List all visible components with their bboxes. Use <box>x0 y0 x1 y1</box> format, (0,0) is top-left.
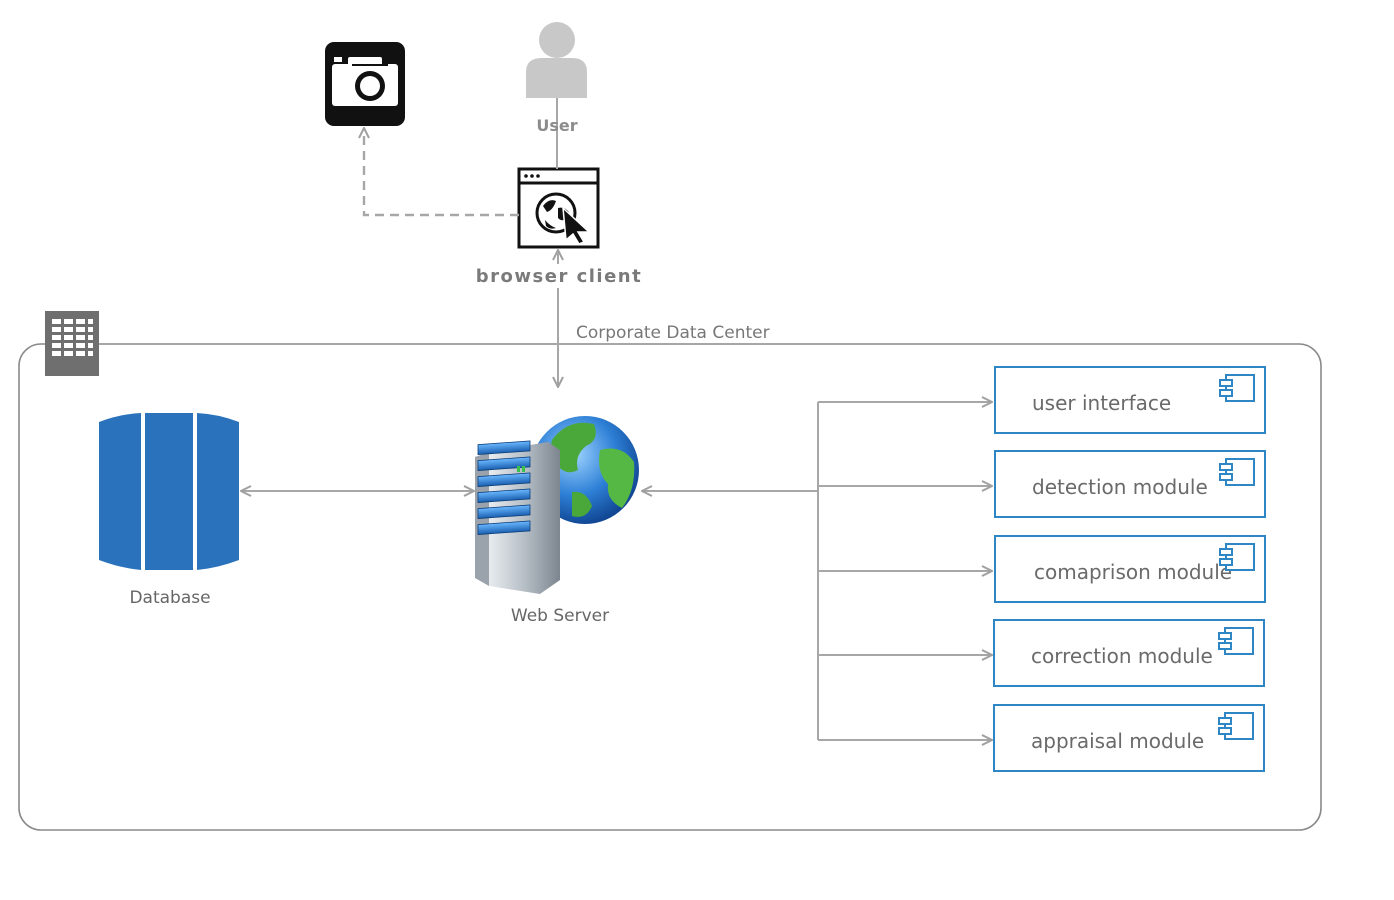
module-appraisal: appraisal module <box>993 704 1265 772</box>
camera-icon <box>325 42 405 126</box>
user-icon <box>526 22 587 98</box>
module-label: user interface <box>1032 391 1172 415</box>
module-detection: detection module <box>994 450 1266 518</box>
module-label: comaprison module <box>1034 560 1233 584</box>
module-label: correction module <box>1031 644 1213 668</box>
component-icon <box>1219 374 1255 402</box>
user-label: User <box>536 116 578 135</box>
component-icon <box>1218 712 1254 740</box>
data-center-label: Corporate Data Center <box>576 323 770 343</box>
module-user-interface: user interface <box>994 366 1266 434</box>
browser-client-label: browser client <box>475 266 643 287</box>
browser-camera-link <box>364 128 519 217</box>
server-globe-icon <box>475 416 639 594</box>
component-icon <box>1218 627 1254 655</box>
component-icon <box>1219 543 1255 571</box>
module-comparison: comaprison module <box>994 535 1266 603</box>
browser-icon <box>517 167 600 249</box>
module-label: detection module <box>1032 475 1208 499</box>
database-icon <box>99 413 239 570</box>
data-center-container <box>18 343 1322 831</box>
database-label: Database <box>129 588 211 608</box>
building-icon <box>45 311 99 376</box>
web-server-label: Web Server <box>510 606 610 626</box>
module-label: appraisal module <box>1031 729 1205 753</box>
module-correction: correction module <box>993 619 1265 687</box>
component-icon <box>1219 458 1255 486</box>
